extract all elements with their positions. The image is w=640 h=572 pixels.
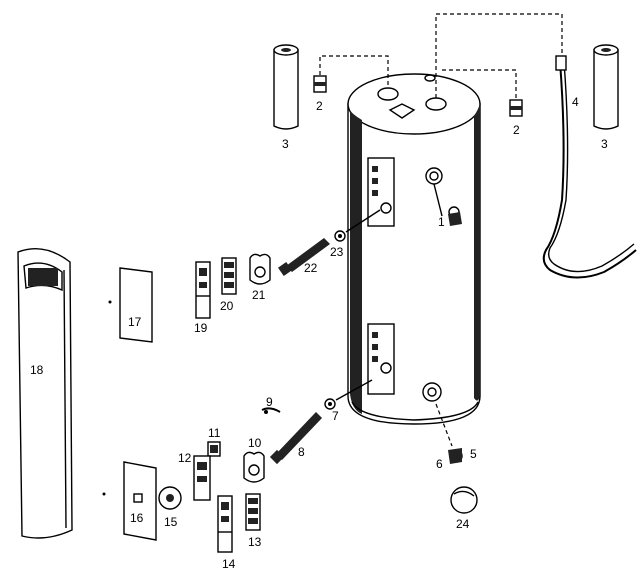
callout-4: 4 — [572, 95, 579, 109]
part-13-thermostat — [245, 493, 261, 531]
connection-lines — [319, 13, 563, 100]
part-20-thermostat — [221, 257, 237, 295]
callout-24: 24 — [456, 517, 470, 531]
part-17-upper-cover — [108, 267, 153, 343]
callout-21: 21 — [252, 288, 266, 302]
part-24-cap — [450, 486, 478, 514]
part-9-clip — [261, 407, 281, 414]
callout-3-left: 3 — [282, 137, 289, 151]
callout-20: 20 — [220, 299, 234, 313]
callout-11: 11 — [208, 426, 221, 440]
callout-16: 16 — [130, 511, 144, 525]
callout-2-right: 2 — [513, 123, 520, 137]
part-19-insulation — [195, 261, 211, 319]
part-2-left — [313, 75, 327, 93]
part-5-drain-valve — [435, 403, 463, 464]
part-10-bracket — [243, 451, 265, 483]
part-1-relief-valve — [433, 183, 462, 226]
part-23-gasket — [334, 209, 381, 242]
part-15-plug — [158, 486, 182, 510]
callout-15: 15 — [164, 515, 178, 529]
callout-19: 19 — [194, 321, 208, 335]
callout-3-right: 3 — [601, 137, 608, 151]
callout-9: 9 — [266, 395, 273, 409]
callout-12: 12 — [178, 451, 192, 465]
callout-6: 6 — [436, 457, 443, 471]
callout-5: 5 — [470, 447, 477, 461]
part-8-heating-element — [269, 412, 322, 465]
callout-14: 14 — [222, 557, 236, 571]
part-22-heating-element — [278, 238, 330, 276]
part-16-lower-cover — [102, 461, 157, 541]
callout-22: 22 — [304, 261, 318, 275]
part-18-jacket — [17, 248, 73, 539]
callout-13: 13 — [248, 535, 262, 549]
callout-labels: 1 2 2 3 3 4 5 6 7 8 9 10 11 12 13 14 15 … — [30, 95, 608, 571]
part-4-dip-tube — [542, 55, 637, 279]
callout-2-left: 2 — [316, 99, 323, 113]
part-21-bracket — [249, 253, 271, 285]
part-11-terminal — [207, 441, 221, 457]
callout-7: 7 — [332, 409, 339, 423]
part-2-right — [509, 99, 523, 117]
callout-18: 18 — [30, 363, 44, 377]
tank-body — [347, 73, 481, 425]
callout-8: 8 — [298, 445, 305, 459]
callout-17: 17 — [128, 315, 142, 329]
part-12-thermostat — [193, 455, 211, 501]
callout-1: 1 — [438, 215, 445, 229]
callout-10: 10 — [248, 436, 262, 450]
callout-23: 23 — [330, 245, 344, 259]
part-3-right — [593, 44, 619, 130]
part-7-gasket — [324, 379, 373, 410]
part-3-left — [273, 44, 299, 130]
part-14-insulation — [217, 495, 233, 553]
